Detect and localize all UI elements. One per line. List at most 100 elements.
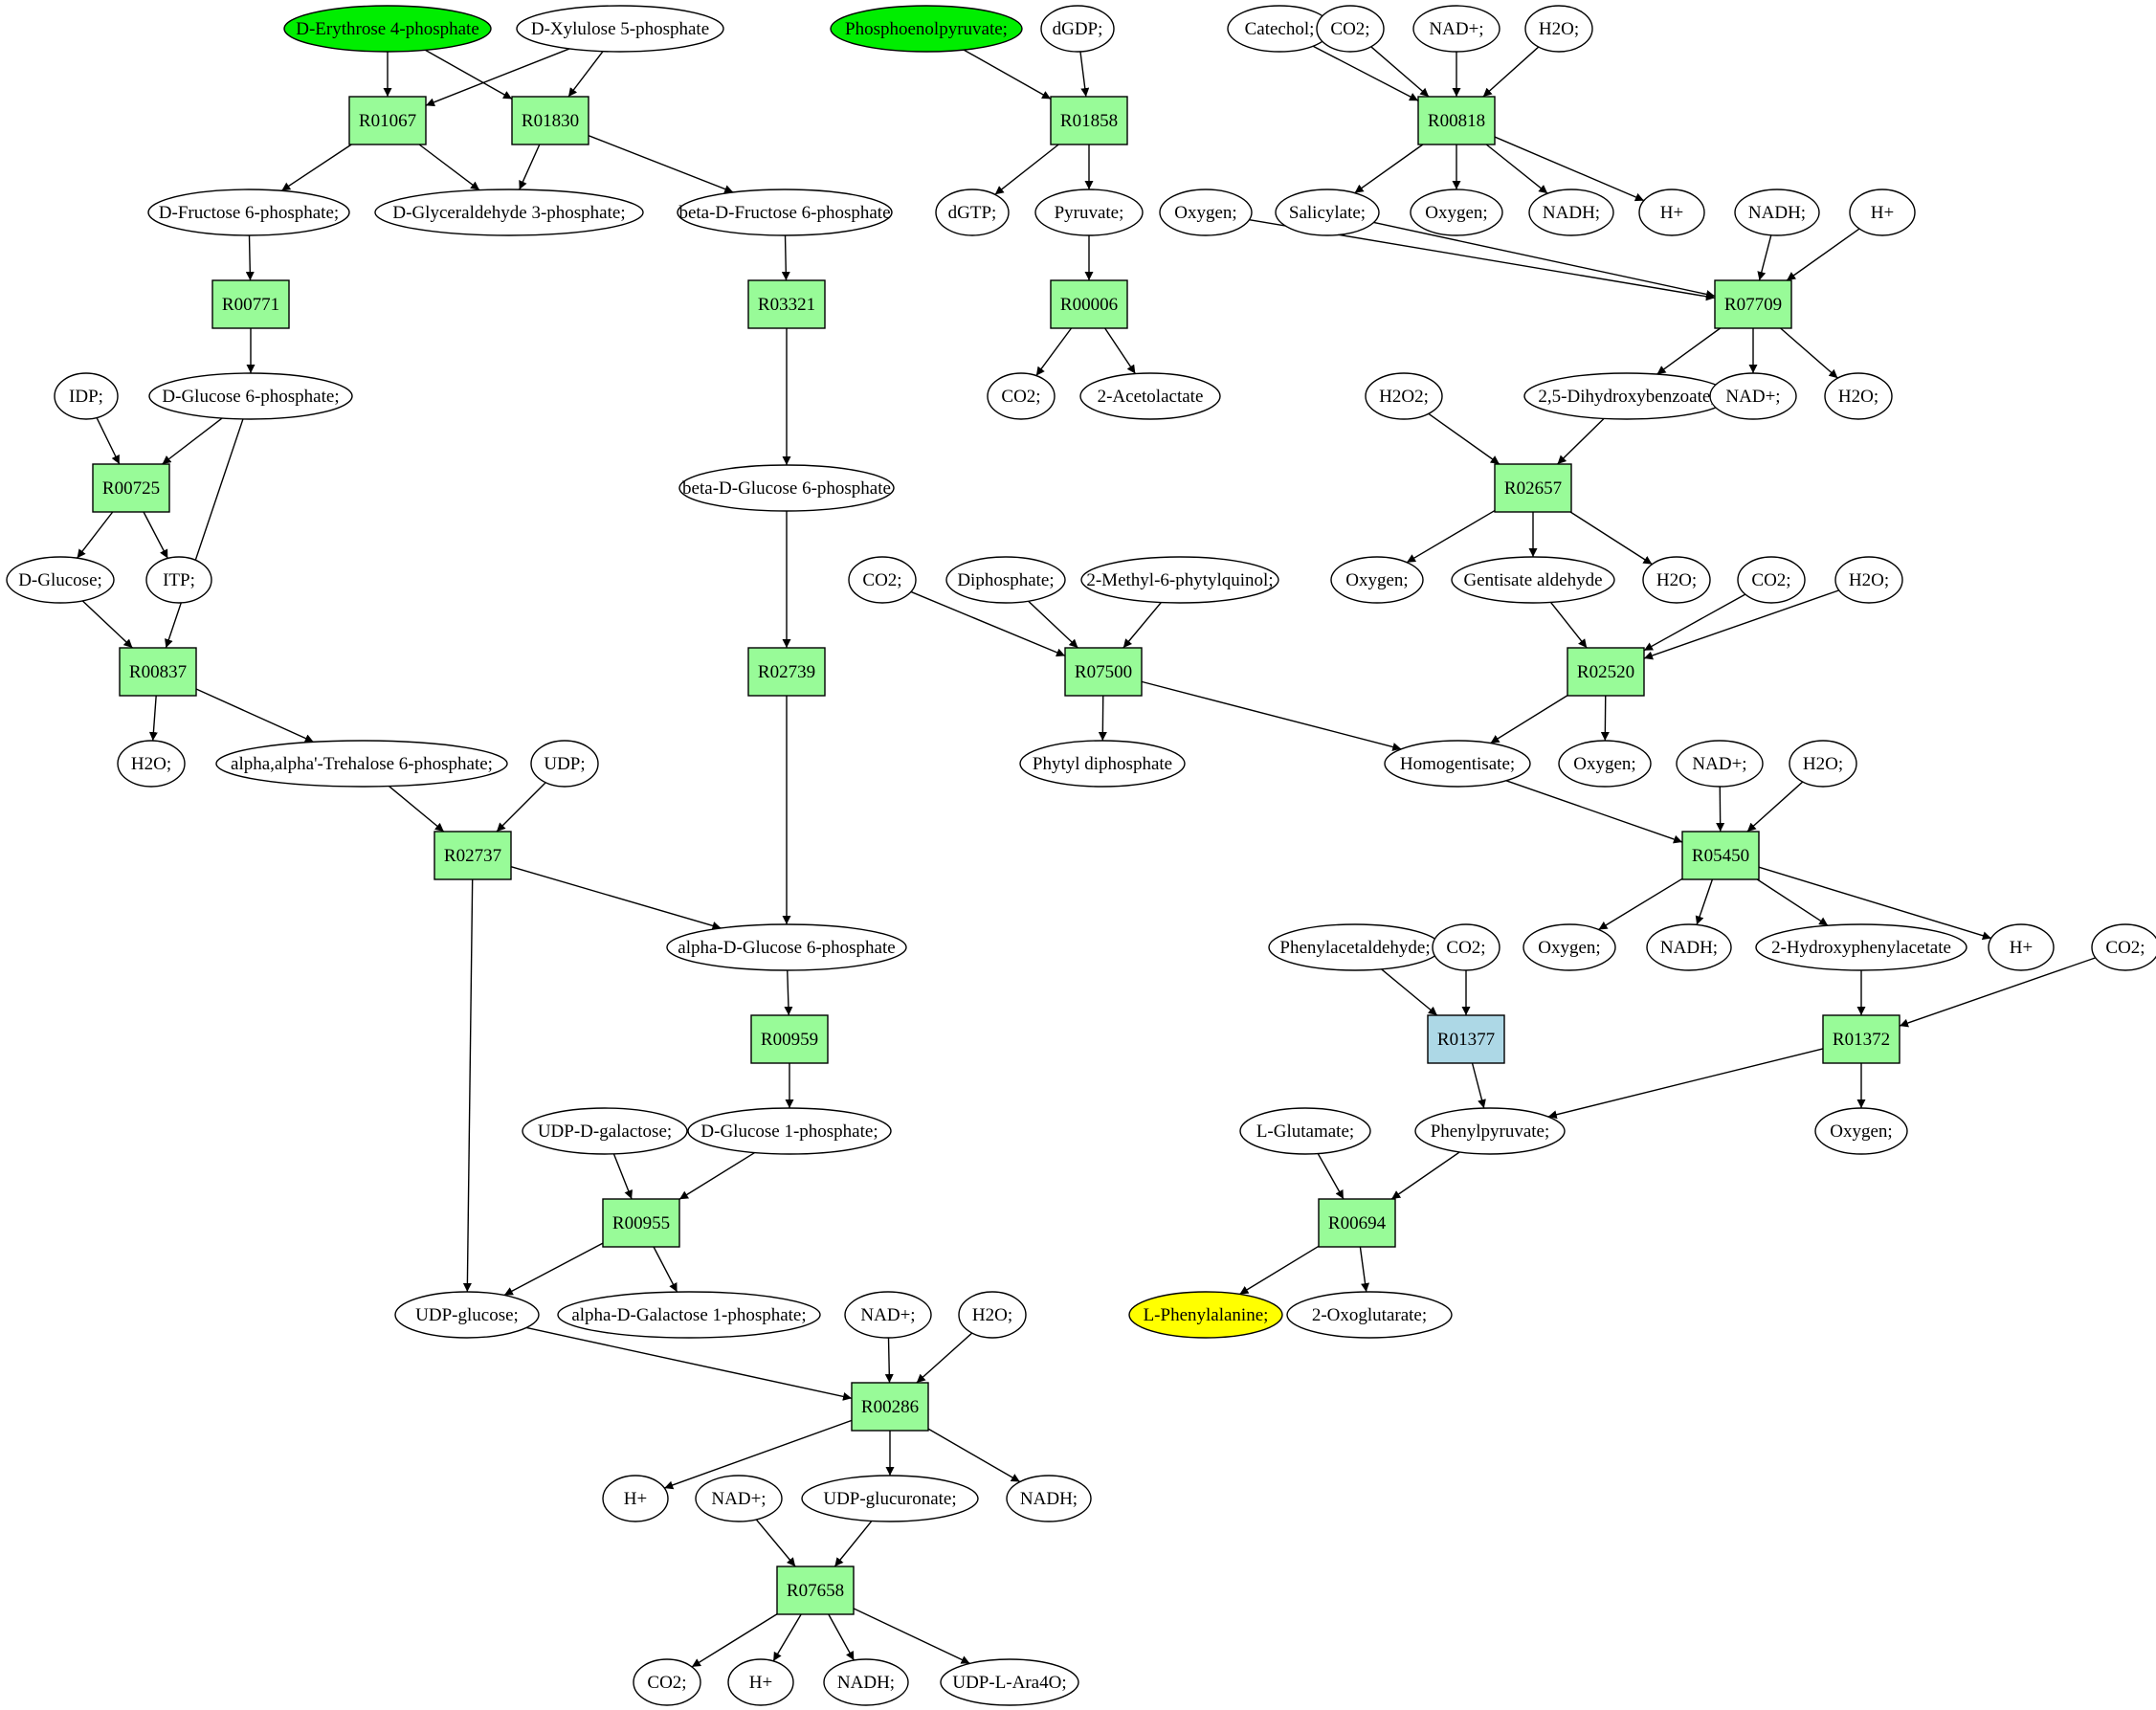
reaction-node-r00725[interactable]: R00725	[92, 463, 170, 513]
metabolite-node-m_h2o_a[interactable]: H2O;	[117, 740, 186, 788]
reaction-node-r01858[interactable]: R01858	[1050, 96, 1128, 145]
reaction-node-r00694[interactable]: R00694	[1318, 1198, 1396, 1248]
reaction-node-r07709[interactable]: R07709	[1714, 279, 1792, 329]
metabolite-node-m_dhb[interactable]: 2,5-Dihydroxybenzoate;	[1523, 372, 1730, 420]
metabolite-node-m_oxy_b[interactable]: Oxygen;	[1410, 189, 1503, 236]
metabolite-node-m_itp[interactable]: ITP;	[145, 556, 212, 604]
metabolite-node-m_co2_f[interactable]: CO2;	[1432, 923, 1500, 971]
reaction-node-r01377[interactable]: R01377	[1427, 1014, 1505, 1064]
metabolite-node-m_f6p[interactable]: D-Fructose 6-phosphate;	[147, 189, 350, 236]
metabolite-node-m_oxy_f[interactable]: Oxygen;	[1814, 1107, 1908, 1155]
metabolite-node-m_e4p[interactable]: D-Erythrose 4-phosphate	[283, 5, 492, 53]
metabolite-node-m_h2o_e[interactable]: H2O;	[1642, 556, 1711, 604]
metabolite-node-m_udp[interactable]: UDP;	[530, 740, 599, 788]
metabolite-node-m_h2o_g[interactable]: H2O;	[1789, 740, 1857, 788]
metabolite-node-m_tre6p[interactable]: alpha,alpha'-Trehalose 6-phosphate;	[215, 740, 508, 788]
metabolite-node-m_nad_b[interactable]: NAD+;	[695, 1475, 783, 1522]
metabolite-node-m_h2o2[interactable]: H2O2;	[1365, 372, 1443, 420]
metabolite-node-m_sal[interactable]: Salicylate;	[1275, 189, 1380, 236]
metabolite-node-m_hgt[interactable]: Homogentisate;	[1384, 740, 1531, 788]
metabolite-node-m_nad_e[interactable]: NAD+;	[1676, 740, 1764, 788]
metabolite-node-m_glu[interactable]: L-Glutamate;	[1239, 1107, 1371, 1155]
metabolite-node-m_h_d[interactable]: H+	[1849, 189, 1916, 236]
reaction-node-r01067[interactable]: R01067	[348, 96, 427, 145]
metabolite-node-m_x5p[interactable]: D-Xylulose 5-phosphate	[516, 5, 724, 53]
metabolite-node-m_phe[interactable]: L-Phenylalanine;	[1128, 1291, 1283, 1339]
metabolite-node-m_gal1p[interactable]: alpha-D-Galactose 1-phosphate;	[557, 1291, 821, 1339]
metabolite-node-m_bf6p[interactable]: beta-D-Fructose 6-phosphate	[677, 189, 893, 236]
metabolite-node-m_co2_c[interactable]: CO2;	[1316, 5, 1385, 53]
metabolite-node-m_nadh_a[interactable]: NADH;	[1006, 1475, 1092, 1522]
metabolite-node-m_ppyr[interactable]: Phenylpyruvate;	[1414, 1107, 1566, 1155]
metabolite-node-m_pyr[interactable]: Pyruvate;	[1034, 189, 1144, 236]
metabolite-node-m_nadh_e[interactable]: NADH;	[1646, 923, 1732, 971]
metabolite-node-m_bg6p[interactable]: beta-D-Glucose 6-phosphate	[678, 464, 895, 512]
metabolite-node-m_dgdp[interactable]: dGDP;	[1040, 5, 1115, 53]
metabolite-node-m_nadh_d[interactable]: NADH;	[1734, 189, 1820, 236]
metabolite-node-m_udpglcu[interactable]: UDP-glucuronate;	[801, 1475, 979, 1522]
metabolite-node-m_h2o_f[interactable]: H2O;	[1834, 556, 1903, 604]
reaction-node-r00959[interactable]: R00959	[750, 1014, 829, 1064]
metabolite-node-m_udpara[interactable]: UDP-L-Ara4O;	[940, 1658, 1079, 1706]
metabolite-node-m_udpglc[interactable]: UDP-glucose;	[394, 1291, 540, 1339]
metabolite-node-m_g6p[interactable]: D-Glucose 6-phosphate;	[148, 372, 353, 420]
metabolite-node-m_oxy_c[interactable]: Oxygen;	[1330, 556, 1424, 604]
metabolite-node-m_udpgal[interactable]: UDP-D-galactose;	[522, 1107, 688, 1155]
metabolite-node-m_gald[interactable]: Gentisate aldehyde	[1451, 556, 1615, 604]
metabolite-node-m_oxy_a[interactable]: Oxygen;	[1159, 189, 1253, 236]
reaction-node-r07658[interactable]: R07658	[776, 1566, 855, 1615]
metabolite-node-m_h_c[interactable]: H+	[1638, 189, 1705, 236]
reaction-node-r00818[interactable]: R00818	[1417, 96, 1496, 145]
metabolite-node-m_g1p[interactable]: D-Glucose 1-phosphate;	[687, 1107, 892, 1155]
reaction-node-r01372[interactable]: R01372	[1822, 1014, 1900, 1064]
metabolite-node-m_acl[interactable]: 2-Acetolactate	[1079, 372, 1221, 420]
metabolite-node-m_h2o_c[interactable]: H2O;	[1524, 5, 1593, 53]
metabolite-node-m_h_b[interactable]: H+	[727, 1658, 794, 1706]
metabolite-node-m_2og[interactable]: 2-Oxoglutarate;	[1286, 1291, 1453, 1339]
reaction-node-r02520[interactable]: R02520	[1567, 647, 1645, 697]
metabolite-node-m_nadh_c[interactable]: NADH;	[1528, 189, 1614, 236]
metabolite-node-m_co2_g[interactable]: CO2;	[2091, 923, 2156, 971]
metabolite-node-m_co2_b[interactable]: CO2;	[987, 372, 1056, 420]
metabolite-node-m_nad_c[interactable]: NAD+;	[1412, 5, 1500, 53]
metabolite-node-m_co2_a[interactable]: CO2;	[633, 1658, 701, 1706]
metabolite-node-m_dgtp[interactable]: dGTP;	[935, 189, 1010, 236]
reaction-node-r00006[interactable]: R00006	[1050, 279, 1128, 329]
metabolite-node-m_oxy_d[interactable]: Oxygen;	[1558, 740, 1652, 788]
metabolite-node-m_nad_d[interactable]: NAD+;	[1709, 372, 1797, 420]
reaction-node-r01830[interactable]: R01830	[511, 96, 589, 145]
metabolite-node-m_idp[interactable]: IDP;	[54, 372, 119, 420]
metabolite-node-m_h2o_d[interactable]: H2O;	[1824, 372, 1893, 420]
reaction-node-r02739[interactable]: R02739	[747, 647, 826, 697]
reaction-node-r00771[interactable]: R00771	[211, 279, 290, 329]
reaction-node-r00837[interactable]: R00837	[119, 647, 197, 697]
metabolite-node-m_nad_a[interactable]: NAD+;	[844, 1291, 932, 1339]
edge-m_dhb-to-r02657	[1557, 417, 1605, 465]
metabolite-node-m_oxy_e[interactable]: Oxygen;	[1523, 923, 1616, 971]
metabolite-node-m_g3p[interactable]: D-Glyceraldehyde 3-phosphate;	[374, 189, 644, 236]
metabolite-node-m_mpq[interactable]: 2-Methyl-6-phytylquinol;	[1080, 556, 1279, 604]
metabolite-node-m_nadh_b[interactable]: NADH;	[823, 1658, 909, 1706]
reaction-node-r02737[interactable]: R02737	[433, 831, 512, 880]
metabolite-node-m_phydp[interactable]: Phytyl diphosphate	[1019, 740, 1186, 788]
metabolite-node-m_co2_e[interactable]: CO2;	[848, 556, 917, 604]
metabolite-node-m_glc[interactable]: D-Glucose;	[6, 556, 115, 604]
edge-m_h2o_g-to-r05450	[1746, 781, 1804, 833]
reaction-node-r07500[interactable]: R07500	[1064, 647, 1143, 697]
reaction-node-r02657[interactable]: R02657	[1494, 463, 1572, 513]
metabolite-node-m_dip[interactable]: Diphosphate;	[945, 556, 1066, 604]
reaction-node-r03321[interactable]: R03321	[747, 279, 826, 329]
metabolite-node-m_phald[interactable]: Phenylacetaldehyde;	[1268, 923, 1442, 971]
reaction-node-r00286[interactable]: R00286	[851, 1382, 929, 1432]
metabolite-node-m_h2o_b[interactable]: H2O;	[958, 1291, 1027, 1339]
metabolite-node-m_h_a[interactable]: H+	[602, 1475, 669, 1522]
metabolite-node-m_pep[interactable]: Phosphoenolpyruvate;	[830, 5, 1023, 53]
metabolite-node-m_hpa[interactable]: 2-Hydroxyphenylacetate	[1755, 923, 1967, 971]
reaction-node-r05450[interactable]: R05450	[1681, 831, 1760, 880]
metabolite-node-m_cat[interactable]: Catechol;	[1227, 5, 1332, 53]
metabolite-node-m_ag6p[interactable]: alpha-D-Glucose 6-phosphate	[666, 923, 907, 971]
reaction-box	[1050, 279, 1128, 329]
reaction-node-r00955[interactable]: R00955	[602, 1198, 680, 1248]
metabolite-node-m_h_e[interactable]: H+	[1988, 923, 2055, 971]
metabolite-node-m_co2_d[interactable]: CO2;	[1737, 556, 1806, 604]
